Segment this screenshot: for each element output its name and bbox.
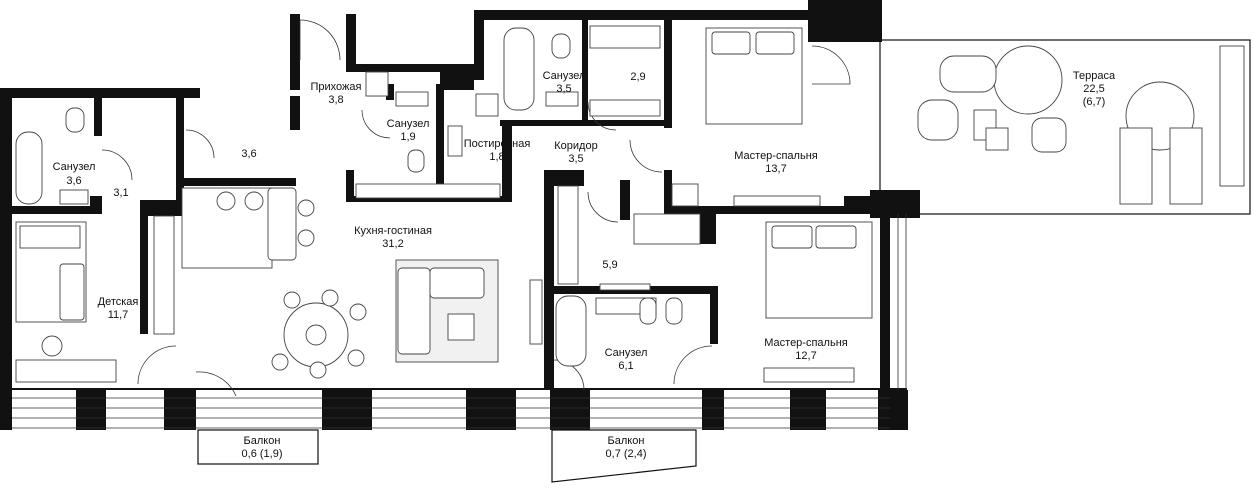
room-area-laundry: 1,8 <box>489 151 504 163</box>
furniture <box>15 25 1245 383</box>
room-area-wc-small: 1,9 <box>400 131 415 143</box>
room-name-kids: Детская <box>98 296 139 308</box>
room-area-closet-top: 2,9 <box>630 71 645 83</box>
room-name-hall: Прихожая <box>311 81 362 93</box>
room-name-terrace: Терраса <box>1073 70 1116 82</box>
room-name-bath-top: Санузел <box>543 70 586 82</box>
room-area-closet-mid: 5,9 <box>602 259 617 271</box>
room-name-balcony-left: Балкон <box>244 435 281 447</box>
room-area-kitchen-living: 31,2 <box>382 238 403 250</box>
room-name-laundry: Постирочная <box>464 138 531 150</box>
room-name-master1: Мастер-спальня <box>734 150 818 162</box>
room-area-kids: 11,7 <box>108 309 129 321</box>
room-name-corridor: Коридор <box>554 140 597 152</box>
room-name-wc-small: Санузел <box>387 118 430 130</box>
room-area-bath-top: 3,5 <box>556 83 571 95</box>
room-labels: Санузел 3,6 3,1 3,6 Прихожая 3,8 Санузел… <box>53 70 1116 460</box>
room-area-bath-mid: 6,1 <box>618 360 633 372</box>
room-area-hall: 3,8 <box>328 94 343 106</box>
room-extra-terrace: (6,7) <box>1083 96 1106 108</box>
room-name-master2: Мастер-спальня <box>764 337 848 349</box>
room-name-kitchen-living: Кухня-гостиная <box>354 225 432 237</box>
room-area-corridor-small: 3,1 <box>113 187 128 199</box>
room-area-closet-left: 3,6 <box>241 148 256 160</box>
room-area-corridor: 3,5 <box>568 153 583 165</box>
room-area-bath-left: 3,6 <box>66 175 81 187</box>
room-area-master1: 13,7 <box>765 163 786 175</box>
room-name-bath-left: Санузел <box>53 161 96 173</box>
room-name-bath-mid: Санузел <box>605 347 648 359</box>
room-area-master2: 12,7 <box>795 350 816 362</box>
balconies <box>197 429 697 483</box>
room-area-balcony-left: 0,6 (1,9) <box>242 448 283 460</box>
room-area-terrace: 22,5 <box>1083 83 1104 95</box>
room-area-balcony-right: 0,7 (2,4) <box>606 448 647 460</box>
outer-walls <box>0 0 1251 430</box>
room-name-balcony-right: Балкон <box>608 435 645 447</box>
